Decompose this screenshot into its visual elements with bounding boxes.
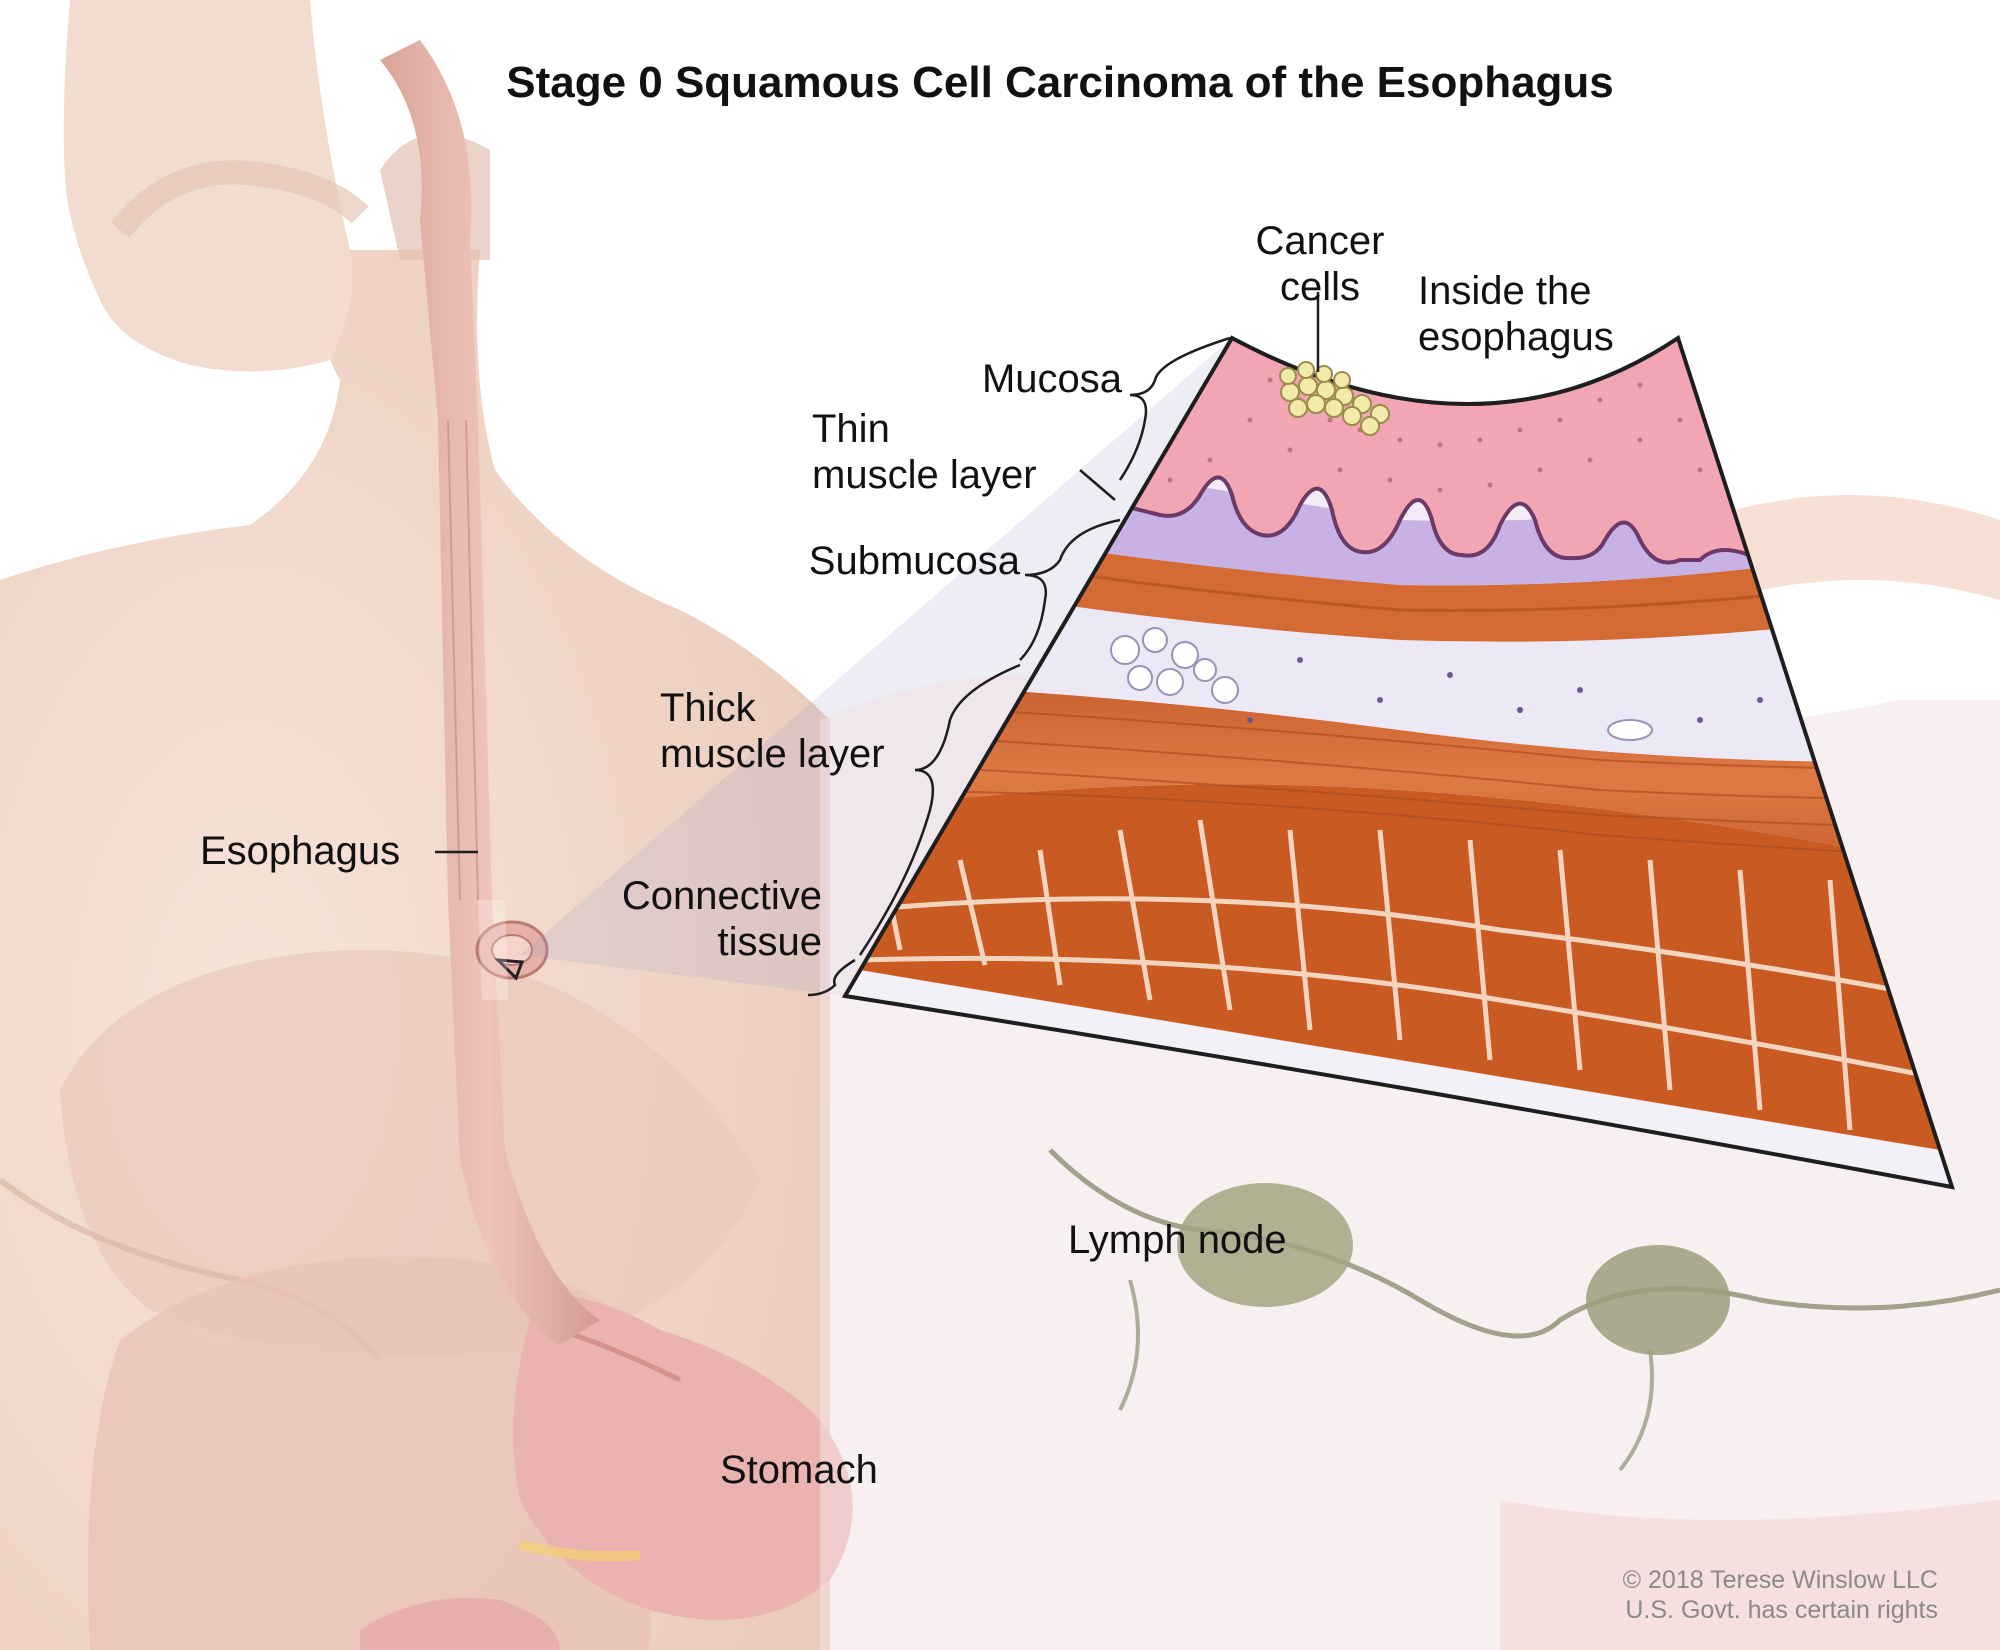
label-inside-esophagus: Inside the esophagus <box>1418 269 1614 359</box>
diagram-title: Stage 0 Squamous Cell Carcinoma of the E… <box>506 58 1614 107</box>
submucosa-layer <box>845 560 1952 763</box>
thick-muscle-inner <box>845 680 1952 880</box>
organs-abdomen <box>88 1256 853 1650</box>
label-esophagus: Esophagus <box>200 829 401 873</box>
cancer-cells-cluster <box>1279 361 1390 436</box>
label-thick-muscle-layer: Thick muscle layer <box>660 686 885 776</box>
label-mucosa: Mucosa <box>981 357 1122 401</box>
label-stomach: Stomach <box>720 1448 878 1492</box>
zoom-beam <box>520 338 1232 996</box>
label-submucosa: Submucosa <box>808 539 1020 583</box>
tissue-wedge-outline <box>841 334 1955 1190</box>
label-connective-tissue: Connective tissue <box>621 874 822 964</box>
esophagus-tube <box>380 40 600 1345</box>
label-lymph-node: Lymph node <box>1068 1218 1287 1262</box>
mucosa-epithelium <box>1096 338 1764 565</box>
thick-muscle-outer <box>845 784 1952 1160</box>
label-cancer-cells: Cancer cells <box>1255 219 1385 309</box>
thin-muscle-layer <box>845 505 1952 642</box>
label-leaders <box>435 292 1320 997</box>
lymphatic-network <box>1048 1148 2000 1472</box>
lymph-node-right <box>1586 1245 1730 1355</box>
copyright-credit: © 2018 Terese Winslow LLC U.S. Govt. has… <box>1622 1566 1938 1624</box>
lymph-node-left <box>1177 1183 1353 1307</box>
label-thin-muscle-layer: Thin muscle layer <box>812 407 1037 497</box>
